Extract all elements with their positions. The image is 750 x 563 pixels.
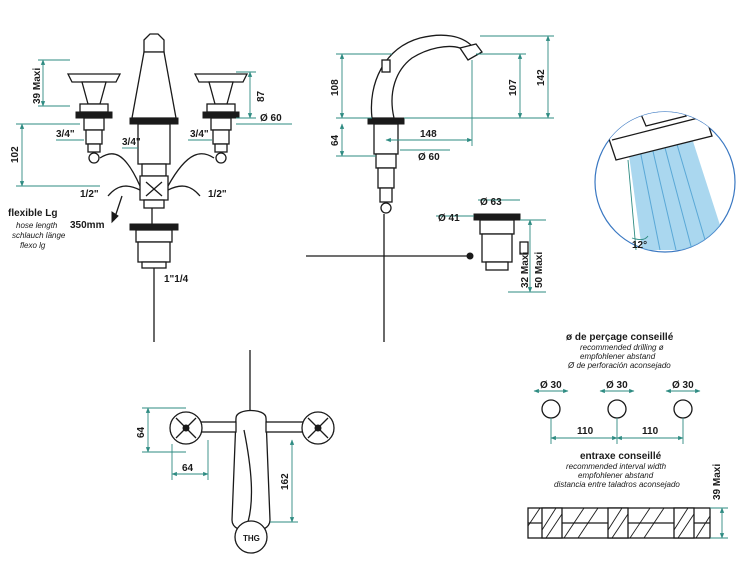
side-view: 108 64 148 Ø 60 107 142 Ø 63 Ø 41 32 Max… (306, 34, 554, 342)
front-waste-fitting (129, 208, 179, 342)
interval-title: entraxe conseillé (580, 451, 662, 462)
front-view: 39 Maxi 102 3/4" 3/4" 3/4" 1/2" 1/2" 87 … (8, 33, 292, 342)
drill-spacing-1-label: 110 (577, 426, 594, 437)
dim-top-64-v-label: 64 (136, 426, 147, 438)
drilling-title: ø de perçage conseillé (566, 332, 674, 343)
dim-41-label: Ø 41 (438, 213, 460, 224)
dim-1-14-label: 1"1/4 (164, 274, 189, 285)
drill-spacing-2-label: 110 (642, 426, 659, 437)
dim-60-label: Ø 60 (260, 113, 282, 124)
top-view: THG 64 64 162 (136, 350, 335, 554)
dim-34-left-label: 3/4" (56, 129, 75, 140)
left-lower-elbow (107, 185, 141, 197)
dim-60-side-label: Ø 60 (418, 152, 440, 163)
dim-39-maxi-label: 39 Maxi (32, 68, 43, 104)
dim-12-left-label: 1/2" (80, 189, 99, 200)
left-cross-handle (66, 73, 122, 164)
flexible-title: flexible Lg (8, 208, 57, 219)
aerator-detail: 12° (594, 111, 736, 253)
drill-hole-1-label: Ø 30 (540, 380, 562, 391)
hose-length-label: 350mm (70, 220, 105, 231)
left-connector-hose (99, 153, 141, 187)
dim-50-maxi-label: 50 Maxi (534, 252, 545, 288)
dim-34-center-label: 3/4" (122, 137, 141, 148)
interval-es: distancia entre taladros aconsejado (554, 480, 680, 489)
right-lower-elbow (167, 185, 201, 197)
dim-64-label: 64 (330, 134, 341, 146)
dim-63-label: Ø 63 (480, 197, 502, 208)
dim-108-label: 108 (330, 79, 341, 96)
top-spout-body (231, 409, 271, 533)
right-cross-handle (193, 73, 249, 164)
drilling-section: ø de perçage conseillé recommended drill… (533, 332, 701, 444)
dim-12-right-label: 1/2" (208, 189, 227, 200)
top-logo-plate (234, 520, 268, 554)
angle-reference-line (627, 159, 637, 251)
side-spout (367, 34, 483, 342)
interval-39-maxi-label: 39 Maxi (712, 464, 723, 500)
top-left-cross-handle (169, 411, 203, 445)
rod-knob (466, 252, 474, 260)
drill-hole-3 (673, 399, 693, 419)
dim-102-label: 102 (10, 146, 21, 163)
interval-de: empfohlener abstand (578, 471, 654, 480)
drilling-es: Ø de perforación aconsejado (567, 361, 671, 370)
center-spout (129, 33, 179, 209)
side-waste-fitting (473, 213, 529, 271)
water-stream (628, 132, 728, 250)
drill-hole-3-label: Ø 30 (672, 380, 694, 391)
dim-162-label: 162 (280, 473, 291, 490)
interval-hatching (527, 507, 711, 539)
interval-en: recommended interval width (566, 462, 667, 471)
logo-label: THG (243, 534, 260, 543)
flexible-es: flexo lg (20, 241, 46, 250)
drill-hole-2-label: Ø 30 (606, 380, 628, 391)
aerator-angle-label: 12° (632, 240, 647, 251)
angle-arc (631, 235, 649, 241)
drill-hole-2 (607, 399, 627, 419)
dim-107-label: 107 (508, 79, 519, 96)
hose-pointer-arrowhead (111, 211, 119, 224)
top-right-cross-handle (301, 411, 335, 445)
interval-section: entraxe conseillé recommended interval w… (527, 451, 728, 539)
dim-142-label: 142 (536, 69, 547, 86)
flexible-de: schlauch länge (12, 231, 66, 240)
dim-32-maxi-label: 32 Maxi (520, 252, 531, 288)
drill-hole-1 (541, 399, 561, 419)
drilling-en: recommended drilling ø (580, 343, 664, 352)
dim-148-label: 148 (420, 129, 437, 140)
drilling-de: empfohlener abstand (580, 352, 656, 361)
dim-87-label: 87 (256, 90, 267, 102)
dim-top-64-h-label: 64 (182, 463, 194, 474)
dim-34-right-label: 3/4" (190, 129, 209, 140)
flexible-en: hose length (16, 221, 58, 230)
right-connector-hose (167, 153, 215, 187)
